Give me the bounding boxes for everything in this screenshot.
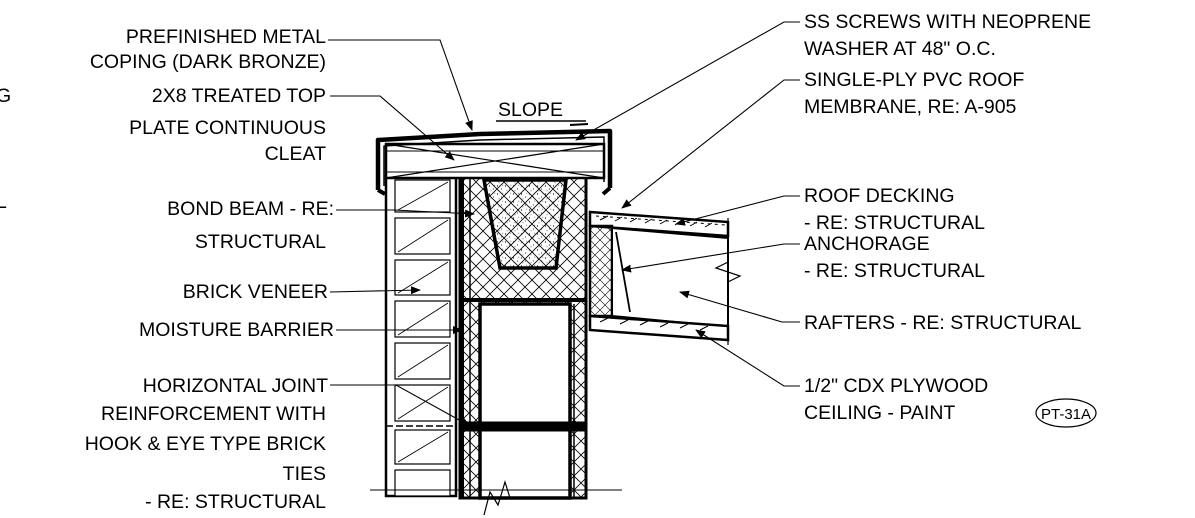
slope-indicator: SLOPE <box>496 99 589 126</box>
joint-note-line3: HOOK & EYE TYPE BRICK <box>85 433 326 455</box>
roof-assembly <box>588 210 742 345</box>
paint-tag: PT-31A <box>1035 398 1097 428</box>
slope-label: SLOPE <box>498 99 563 121</box>
joint-note-line1: HORIZONTAL JOINT <box>143 375 328 397</box>
joint-note-line4: TIES <box>283 463 326 485</box>
brick-veneer <box>384 174 458 498</box>
membrane-note-line1: SINGLE-PLY PVC ROOF <box>804 69 1024 91</box>
cutoff-label-b: L <box>0 191 7 213</box>
decking-note-line1: ROOF DECKING <box>804 185 955 207</box>
joint-note-line2: REINFORCEMENT WITH <box>101 403 326 425</box>
top-plate-note-line2: PLATE CONTINUOUS <box>129 117 326 139</box>
left-notes: PREFINISHED METAL COPING (DARK BRONZE) 2… <box>0 26 334 513</box>
top-plate-note-line1: 2X8 TREATED TOP <box>152 85 326 107</box>
bond-beam-note-line2: STRUCTURAL <box>195 231 326 253</box>
decking-note-line2: - RE: STRUCTURAL <box>804 212 985 234</box>
cutoff-label-a: G <box>0 85 11 107</box>
rafters-note: RAFTERS - RE: STRUCTURAL <box>804 312 1082 334</box>
break-lines <box>370 479 622 516</box>
metal-coping <box>375 128 613 196</box>
anchorage-note-line2: - RE: STRUCTURAL <box>804 260 985 282</box>
screws-note-line1: SS SCREWS WITH NEOPRENE <box>804 11 1091 33</box>
screws-note-line2: WASHER AT 48" O.C. <box>804 38 996 60</box>
anchorage-note-line1: ANCHORAGE <box>804 233 930 255</box>
top-plate-note-line3: CLEAT <box>265 143 326 165</box>
right-leaders <box>575 21 800 387</box>
bond-beam-grout <box>481 178 568 270</box>
joint-note-line5: - RE: STRUCTURAL <box>145 491 326 513</box>
right-notes: SS SCREWS WITH NEOPRENE WASHER AT 48" O.… <box>804 11 1097 428</box>
plywood-note-line2: CEILING - PAINT <box>804 402 955 424</box>
left-leaders <box>328 39 475 427</box>
brick-veneer-note: BRICK VENEER <box>183 281 328 303</box>
plywood-note-line1: 1/2" CDX PLYWOOD <box>804 375 988 397</box>
coping-note-line1: PREFINISHED METAL <box>126 26 326 48</box>
bond-beam-note-line1: BOND BEAM - RE: <box>167 198 334 220</box>
moisture-barrier-note: MOISTURE BARRIER <box>139 319 334 341</box>
membrane-note-line2: MEMBRANE, RE: A-905 <box>804 96 1017 118</box>
paint-tag-text: PT-31A <box>1041 406 1091 423</box>
top-plate <box>384 142 606 180</box>
coping-note-line2: COPING (DARK BRONZE) <box>90 51 326 73</box>
